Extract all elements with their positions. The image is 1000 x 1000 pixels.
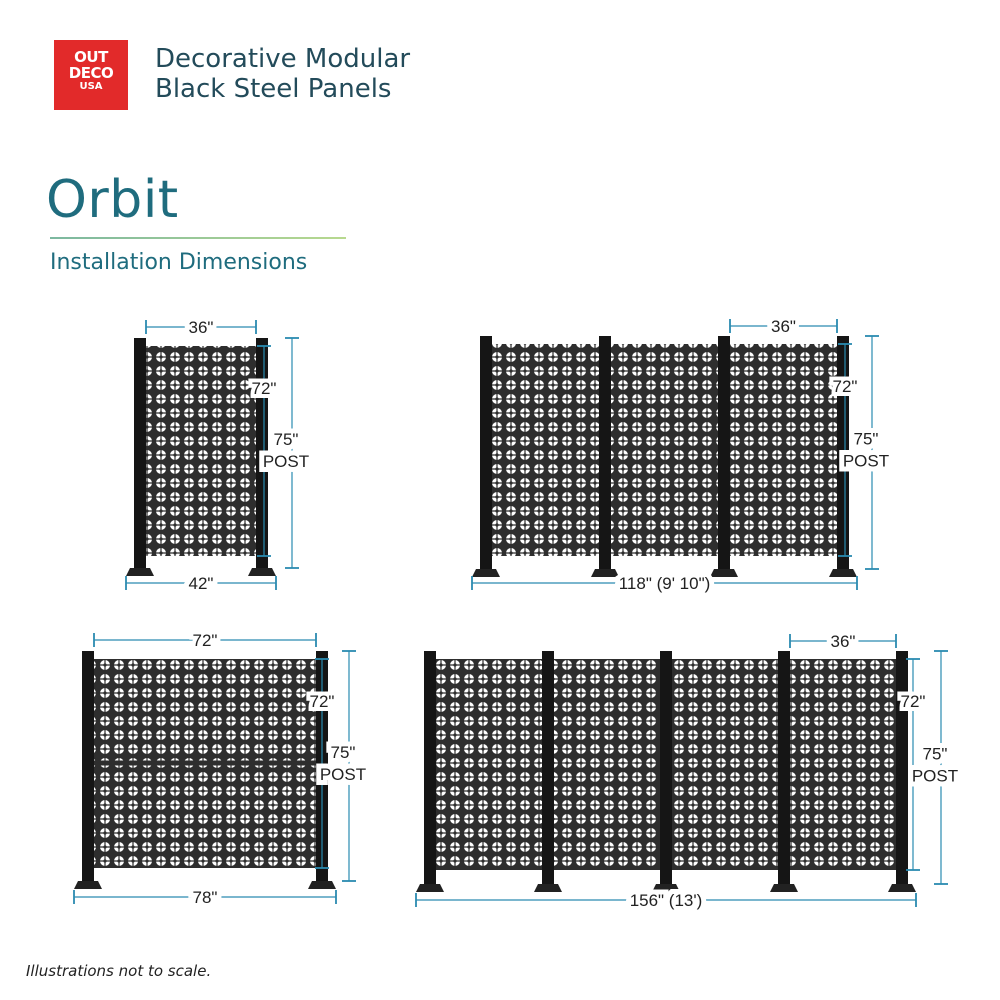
post-base <box>829 569 857 577</box>
config-four-panel: 36" 72" 75" POST 156" (13') <box>415 628 963 915</box>
panel <box>730 344 837 556</box>
panel <box>146 346 256 556</box>
post-base <box>248 568 276 576</box>
post-height-value: 75" <box>274 430 299 449</box>
panel-width-label: 36" <box>189 318 214 337</box>
panel-width-label: 36" <box>831 632 856 651</box>
panel-width-label: 72" <box>193 631 218 650</box>
post <box>778 651 790 884</box>
footnote: Illustrations not to scale. <box>26 962 212 980</box>
logo-line-1: OUT <box>74 48 108 66</box>
post-height-label: POST <box>912 767 958 786</box>
post-base <box>710 569 738 577</box>
post <box>896 651 908 884</box>
post-base <box>534 884 562 892</box>
panel-height-label: 72" <box>310 692 335 711</box>
post-base <box>74 881 102 889</box>
logo-line-3: USA <box>79 81 103 92</box>
post <box>542 651 554 884</box>
post-base <box>472 569 500 577</box>
total-width-label: 156" (13') <box>630 891 703 910</box>
post <box>480 336 492 569</box>
panel <box>790 659 896 870</box>
post-base <box>591 569 619 577</box>
post-base <box>126 568 154 576</box>
brand-title-line-2: Black Steel Panels <box>155 74 392 104</box>
panel-width-label: 36" <box>771 317 796 336</box>
post-height-label: POST <box>263 452 309 471</box>
logo-line-2: DECO <box>68 64 114 82</box>
panel <box>436 659 542 870</box>
post-height-value: 75" <box>923 745 948 764</box>
product-name: Orbit <box>46 170 179 230</box>
brand-logo: OUT DECO USA <box>54 40 128 110</box>
section-title: Installation Dimensions <box>50 250 308 275</box>
panel-height-label: 72" <box>901 692 926 711</box>
post <box>599 336 611 569</box>
total-width-label: 78" <box>193 888 218 907</box>
post-height-label: POST <box>843 452 889 471</box>
post-height-label: POST <box>320 765 366 784</box>
post-height-value: 75" <box>331 743 356 762</box>
panel <box>492 344 599 556</box>
post-base <box>416 884 444 892</box>
post-base <box>652 884 680 892</box>
panel-height-label: 72" <box>833 377 858 396</box>
post <box>134 338 146 568</box>
post <box>660 651 672 884</box>
post-base <box>888 884 916 892</box>
post-base <box>308 881 336 889</box>
config-double-height-panel: 72" 72" 75" POST 78" <box>73 627 371 912</box>
config-three-panel: 36" 72" 75" POST 118" (9' 10") <box>471 313 894 598</box>
post <box>82 651 94 881</box>
title-divider <box>50 237 346 239</box>
post <box>424 651 436 884</box>
config-single-panel: 36" 72" 75" POST 42" <box>125 314 314 598</box>
panel-seam <box>94 760 316 766</box>
total-width-label: 118" (9' 10") <box>619 574 711 593</box>
post-height-value: 75" <box>854 430 879 449</box>
total-width-label: 42" <box>189 574 214 593</box>
brand-title: Decorative Modular Black Steel Panels <box>155 44 410 104</box>
post <box>718 336 730 569</box>
panel <box>672 659 778 870</box>
panel <box>611 344 718 556</box>
panel <box>554 659 660 870</box>
panel-height-label: 72" <box>252 379 277 398</box>
post-base <box>770 884 798 892</box>
brand-title-line-1: Decorative Modular <box>155 44 411 74</box>
